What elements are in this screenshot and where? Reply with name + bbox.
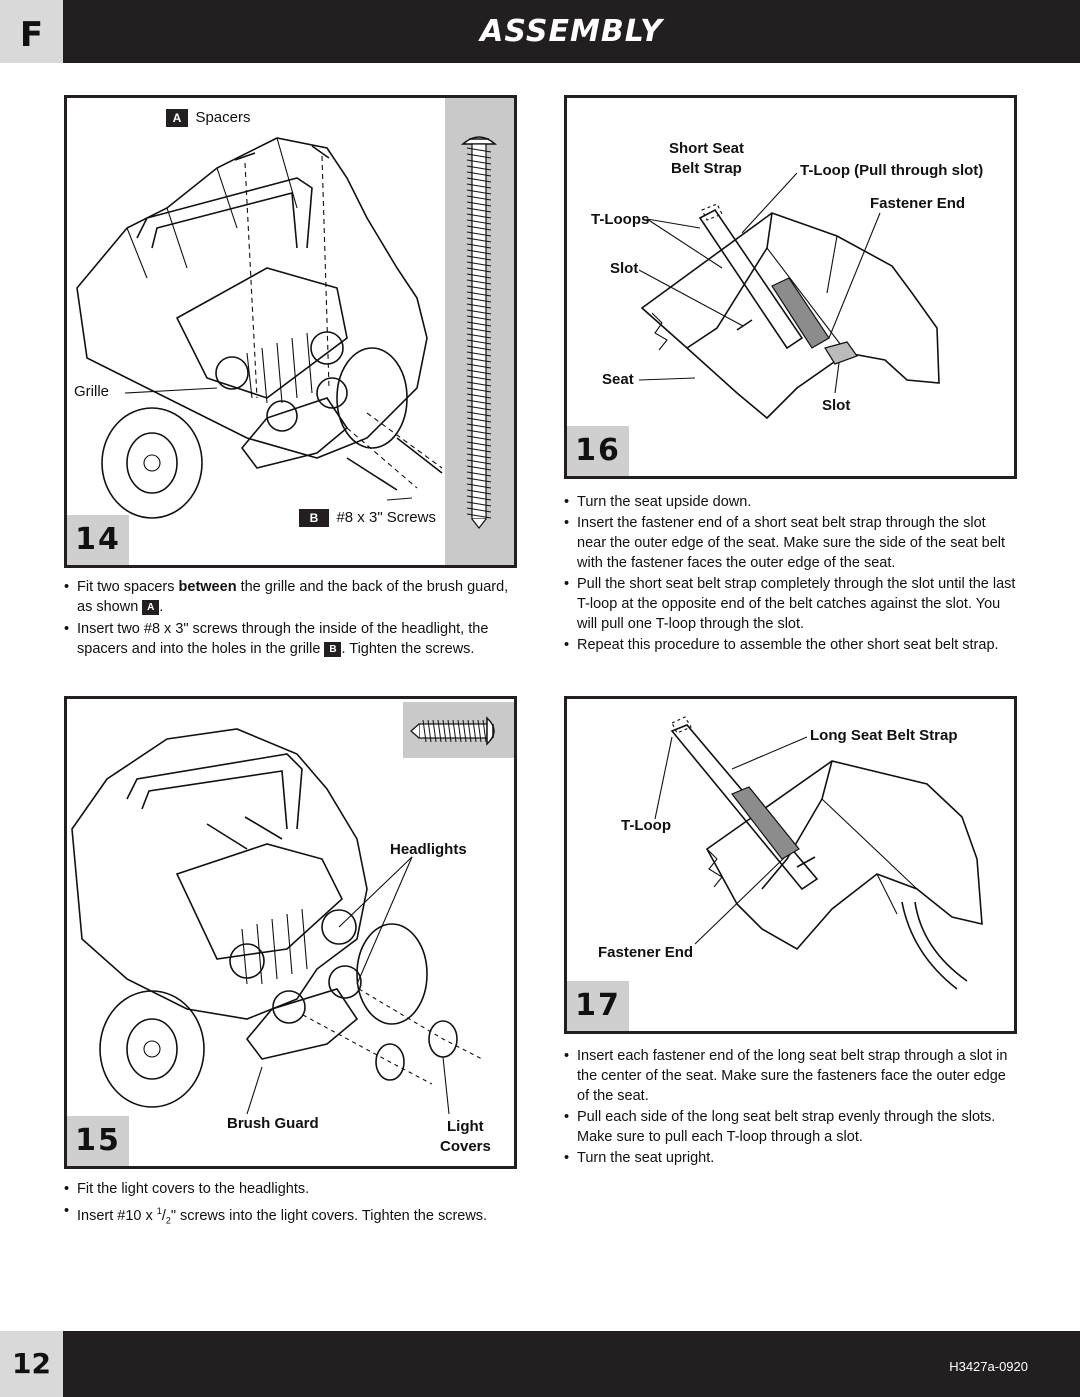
step-17-panel: Long Seat Belt Strap T-Loop Fastener End…	[564, 696, 1017, 1034]
short-seat-label: Short Seat	[669, 140, 745, 157]
tloop-pull-label: T-Loop (Pull through slot)	[800, 162, 984, 179]
step-14-instructions: •Fit two spacers between the grille and …	[64, 577, 516, 660]
screws-label: #8 x 3" Screws	[336, 509, 436, 526]
instruction-item: •Fit two spacers between the grille and …	[64, 579, 509, 615]
covers-label: Covers	[440, 1138, 491, 1155]
step-16-panel: Short Seat Belt Strap T-Loop (Pull throu…	[564, 95, 1017, 479]
screw-icon	[410, 716, 495, 746]
step-17-instructions: •Insert each fastener end of the long se…	[564, 1046, 1016, 1169]
spacers-label: Spacers	[195, 109, 251, 126]
slot-label: Slot	[822, 397, 851, 414]
slot-label: Slot	[610, 260, 639, 277]
step-number: 16	[567, 426, 629, 476]
step-16-instructions: •Turn the seat upside down. •Insert the …	[564, 492, 1016, 656]
step-14-panel: A Spacers Grille B #8 x 3" Screws 14	[64, 95, 517, 568]
screw-strip	[445, 98, 514, 565]
long-strap-label: Long Seat Belt Strap	[810, 727, 958, 744]
instruction-item: •Insert the fastener end of a short seat…	[564, 515, 1006, 571]
step-15-panel: Headlights Brush Guard Light Covers 15	[64, 696, 517, 1169]
screws-callout: B #8 x 3" Screws	[299, 509, 436, 527]
page-title: ASSEMBLY	[480, 14, 663, 49]
instruction-item: •Insert #10 x 1/2" screws into the light…	[64, 1203, 488, 1226]
instruction-item: •Turn the seat upright.	[564, 1150, 715, 1166]
instruction-item: •Insert each fastener end of the long se…	[564, 1048, 1008, 1104]
step-16-illustration	[638, 172, 940, 420]
screw-icon	[461, 136, 497, 529]
light-label: Light	[447, 1118, 484, 1135]
tag-b-inline: B	[324, 641, 342, 657]
step-number: 15	[67, 1116, 129, 1166]
step-14-illustration	[76, 137, 443, 519]
instruction-item: •Pull each side of the long seat belt st…	[564, 1109, 996, 1145]
spacers-callout: A Spacers	[166, 109, 250, 127]
instruction-item: •Insert two #8 x 3" screws through the i…	[64, 621, 489, 657]
tloops-label: T-Loops	[591, 211, 650, 228]
footer-bar	[63, 1331, 1080, 1397]
brush-guard-label: Brush Guard	[227, 1115, 319, 1132]
fastener-end-label: Fastener End	[598, 944, 694, 961]
tloop-label: T-Loop	[621, 817, 671, 834]
headlights-label: Headlights	[390, 841, 467, 858]
seat-label: Seat	[602, 371, 634, 388]
page-number: 12	[0, 1331, 63, 1397]
step-15-instructions: •Fit the light covers to the headlights.…	[64, 1179, 516, 1232]
section-letter: F	[0, 0, 63, 63]
header-bar	[63, 0, 1080, 63]
instruction-item: •Pull the short seat belt strap complete…	[564, 576, 1016, 632]
fastener-end-label: Fastener End	[870, 195, 966, 212]
step-number: 17	[567, 981, 629, 1031]
instruction-item: •Turn the seat upside down.	[564, 494, 752, 510]
step-17-illustration	[654, 716, 983, 990]
step-15-illustration	[71, 728, 483, 1115]
belt-strap-label: Belt Strap	[671, 160, 742, 177]
step-number: 14	[67, 515, 129, 565]
tag-b: B	[299, 509, 329, 527]
grille-label: Grille	[74, 383, 110, 400]
instruction-item: •Repeat this procedure to assemble the o…	[564, 637, 999, 653]
instruction-item: •Fit the light covers to the headlights.	[64, 1181, 310, 1197]
tag-a-inline: A	[142, 599, 160, 615]
tag-a: A	[166, 109, 188, 127]
screw-badge	[403, 702, 514, 758]
document-code: H3427a-0920	[949, 1359, 1028, 1374]
